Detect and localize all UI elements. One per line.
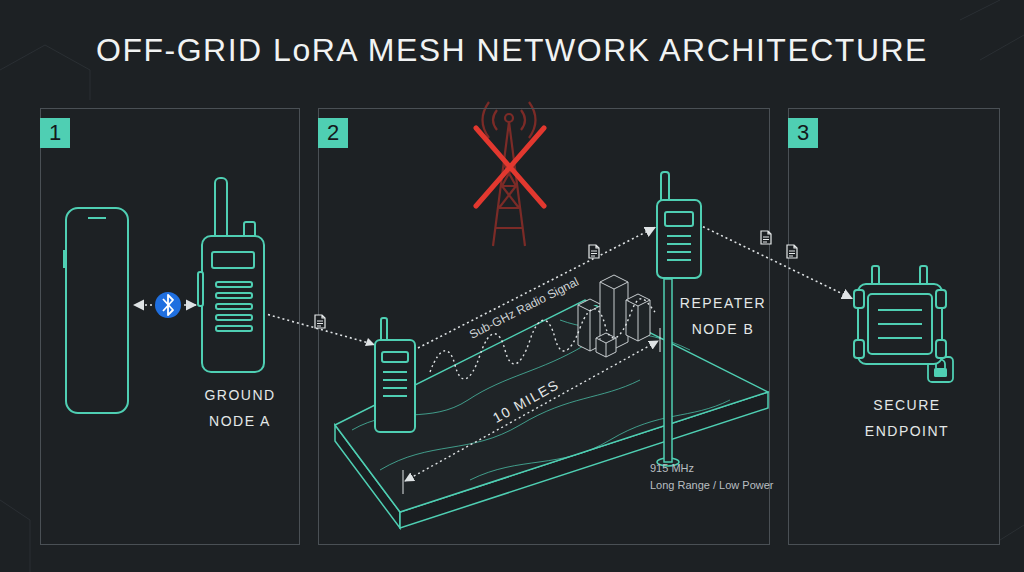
- arrow-head: [365, 338, 375, 346]
- step-number: 3: [788, 118, 818, 148]
- repeater-outline: [667, 235, 691, 237]
- ground-radio: [382, 352, 408, 362]
- endpoint-outline: [936, 340, 946, 358]
- ground-radio: [375, 340, 415, 432]
- endpoint-outline: [878, 337, 922, 339]
- radio-link: [703, 227, 852, 299]
- radio-outline: [198, 178, 264, 372]
- bluetooth-icon: [163, 295, 173, 315]
- distance-dimension: [403, 328, 660, 494]
- radio-illustration: [198, 176, 268, 374]
- device-node: SECURE ENDPOINT: [852, 266, 948, 370]
- signal-wave: [430, 299, 655, 379]
- annotation-label: 10 MILES: [490, 376, 562, 426]
- bluetooth-icon: [155, 292, 181, 318]
- phone-illustration: [88, 217, 106, 219]
- step-panel: 2 REPEATER NODE B: [318, 108, 770, 545]
- data-packet-icons: [787, 245, 797, 258]
- distance-dimension: [660, 328, 661, 352]
- data-packet-icons: [315, 315, 325, 328]
- radio-outline: [216, 282, 252, 287]
- diagram-title: OFF-GRID LoRA MESH NETWORK ARCHITECTURE: [0, 30, 1024, 70]
- cell-tower-crossed: [476, 128, 544, 206]
- step-number: 1: [40, 118, 70, 148]
- bluetooth-icon: [155, 292, 181, 318]
- radio-outline: [215, 178, 227, 240]
- repeater-outline: [665, 212, 693, 226]
- data-packet-icons: [761, 231, 771, 244]
- step-number: 2: [318, 118, 348, 148]
- edge-label: Sub-GHz Radio Signal: [467, 275, 581, 342]
- distance-dimension: [405, 341, 658, 481]
- repeater-illustration: [655, 172, 703, 280]
- ground-radio: [383, 387, 407, 389]
- ground-radio: [383, 371, 407, 373]
- endpoint-illustration: [852, 266, 948, 370]
- city-buildings: [596, 333, 616, 357]
- cell-tower-crossed: [483, 102, 536, 246]
- repeater-outline: [667, 243, 691, 245]
- cell-tower-crossed: [476, 102, 544, 246]
- repeater-pole: [664, 279, 672, 462]
- phone-illustration: [64, 208, 128, 413]
- radio-outline: [216, 304, 252, 309]
- step-panel: 3 SECURE ENDPOINT: [788, 108, 1000, 545]
- distance-dimension: [403, 470, 404, 494]
- device-node: REPEATER NODE B: [655, 172, 703, 280]
- ground-radio: [381, 318, 387, 344]
- step-panel: 1 GROUND NODE A: [40, 108, 300, 545]
- device-label: SECURE ENDPOINT: [859, 392, 955, 444]
- repeater-outline: [657, 172, 701, 278]
- bluetooth-link: [134, 304, 152, 306]
- repeater-pole: [657, 279, 679, 466]
- endpoint-outline: [854, 290, 864, 308]
- endpoint-outline: [854, 340, 864, 358]
- terrain-platform: [352, 320, 730, 480]
- radio-outline: [216, 293, 252, 298]
- radio-outline: [216, 326, 252, 331]
- endpoint-outline: [936, 290, 946, 308]
- device-label: GROUND NODE A: [192, 382, 288, 434]
- annotation-label: Long Range / Low Power: [650, 479, 774, 491]
- bluetooth-link: [184, 304, 196, 306]
- device-label: REPEATER NODE B: [675, 290, 771, 342]
- repeater-outline: [667, 251, 691, 253]
- radio-link: [268, 227, 655, 350]
- endpoint-outline: [868, 294, 932, 354]
- endpoint-outline: [878, 309, 922, 311]
- endpoint-outline: [854, 266, 946, 364]
- repeater-outline: [657, 200, 701, 278]
- city-buildings: [626, 294, 650, 341]
- radio-outline: [202, 236, 264, 372]
- radio-outline: [216, 315, 252, 320]
- ground-radio: [383, 379, 407, 381]
- radio-outline: [212, 252, 254, 268]
- phone-illustration: [63, 250, 65, 268]
- radio-outline: [198, 272, 203, 306]
- endpoint-outline: [878, 323, 922, 325]
- phone-illustration: [66, 208, 128, 413]
- repeater-outline: [667, 259, 691, 261]
- data-packet-icons: [315, 231, 797, 328]
- data-packet-icons: [589, 245, 599, 258]
- device-node: GROUND NODE A: [198, 176, 268, 374]
- ground-radio: [375, 318, 415, 432]
- lock-icon: [934, 368, 947, 377]
- ground-radio: [383, 395, 407, 397]
- annotation-label: 915 MHz: [650, 462, 694, 474]
- cell-tower-crossed: [505, 114, 513, 122]
- city-buildings: [578, 275, 650, 357]
- endpoint-outline: [858, 284, 942, 364]
